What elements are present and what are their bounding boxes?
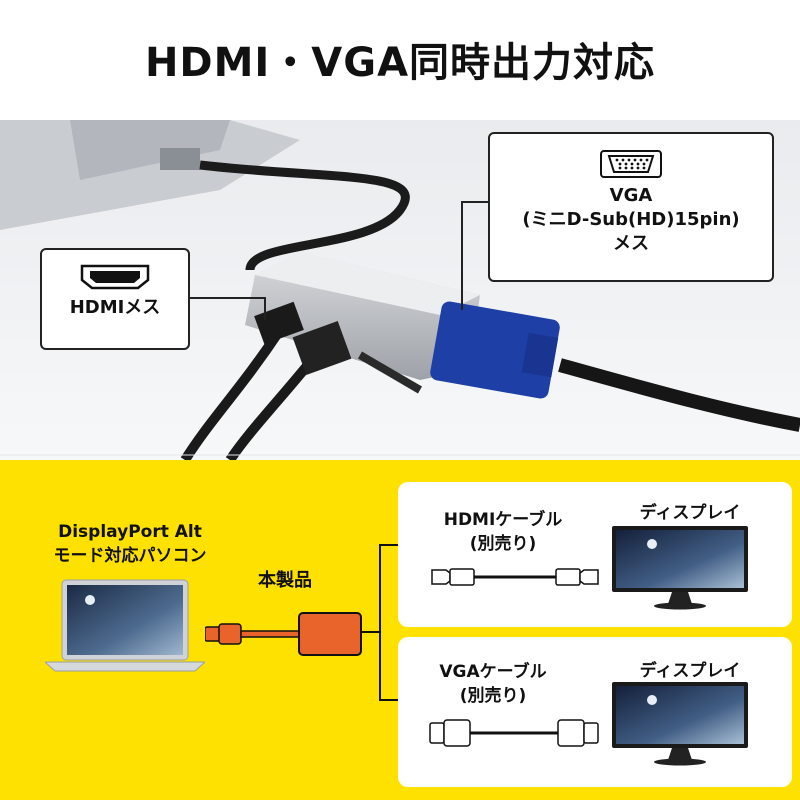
pc-label-line2: モード対応パソコン xyxy=(53,546,207,566)
display-label-bottom: ディスプレイ xyxy=(639,661,741,681)
vga-cable-icon xyxy=(429,719,599,747)
vga-callout-line3: メス xyxy=(613,233,649,254)
page-title: HDMI・VGA同時出力対応 xyxy=(144,40,656,86)
hdmi-cable-line1: HDMIケーブル xyxy=(443,510,563,530)
hdmi-port-icon xyxy=(80,264,150,290)
display-label-top: ディスプレイ xyxy=(639,503,741,523)
pc-label-line1: DisplayPort Alt xyxy=(58,522,202,542)
vga-port-icon xyxy=(600,150,662,178)
vga-cable-line2: (別売り) xyxy=(459,686,527,706)
vga-port-callout: VGA (ミニD-Sub(HD)15pin) メス xyxy=(488,132,774,282)
product-label: 本製品 xyxy=(258,570,312,591)
vga-callout-line2: (ミニD-Sub(HD)15pin) xyxy=(522,209,740,230)
laptop-icon xyxy=(45,578,205,673)
hdmi-cable-label: HDMIケーブル (別売り) xyxy=(408,508,598,556)
pc-label: DisplayPort Alt モード対応パソコン xyxy=(30,520,230,568)
hdmi-cable-icon xyxy=(431,568,599,586)
adapter-icon xyxy=(205,612,362,656)
hdmi-port-callout: HDMIメス xyxy=(40,248,190,350)
connection-diagram: DisplayPort Alt モード対応パソコン 本製品 HDM xyxy=(0,460,800,800)
vga-cable-label: VGAケーブル (別売り) xyxy=(398,660,588,708)
vga-callout-line1: VGA xyxy=(609,185,653,206)
monitor-icon-bottom xyxy=(612,682,748,766)
vga-cable-line1: VGAケーブル xyxy=(439,662,547,682)
hdmi-cable-line2: (別売り) xyxy=(469,534,537,554)
diagram-connector-lines xyxy=(362,544,398,701)
monitor-icon-top xyxy=(612,526,748,610)
hdmi-callout-label: HDMIメス xyxy=(69,297,161,318)
